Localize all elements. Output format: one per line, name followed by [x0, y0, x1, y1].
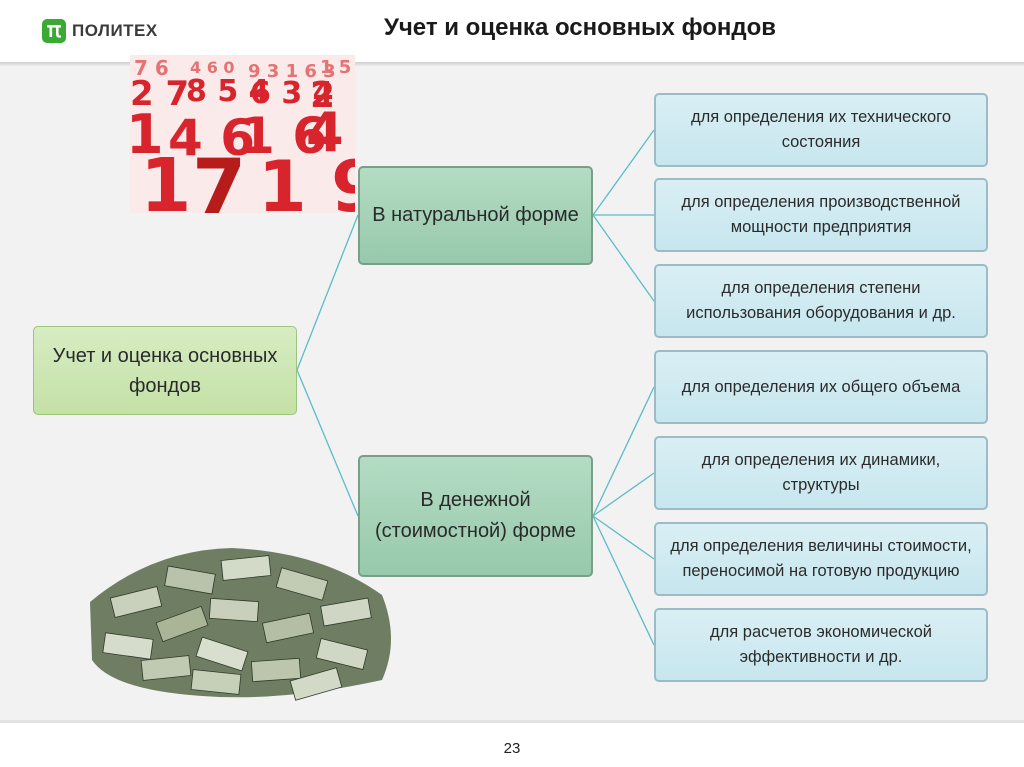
connector-money-leaf-1	[592, 386, 655, 517]
header-divider	[0, 62, 1024, 66]
svg-text:1 9: 1 9	[258, 146, 355, 213]
page-number: 23	[503, 740, 521, 757]
svg-text:2 7: 2 7	[130, 74, 189, 114]
svg-text:6 3 4: 6 3 4	[250, 76, 334, 111]
pi-logo-icon	[42, 19, 66, 43]
connector-money-leaf-2	[592, 472, 655, 517]
money-pile-image	[90, 548, 391, 701]
red-numbers-image: 7 6 4 6 0 9 3 1 6 3 1 5 2 7 8 5 4 6 3 4 …	[130, 55, 355, 213]
branch-natural-label: В натуральной форме	[372, 204, 579, 226]
svg-text:2: 2	[310, 75, 335, 116]
footer-divider	[0, 720, 1024, 723]
leaf-label: для определения производственной мощност…	[681, 193, 961, 236]
leaf-label: для определения их общего объема	[681, 377, 961, 396]
leaf-label: для расчетов экономической эффективности…	[710, 623, 932, 666]
leaf-natural-1: для определения их технического состояни…	[654, 93, 988, 167]
leaf-natural-3: для определения степени использования об…	[654, 264, 988, 338]
svg-text:1 5: 1 5	[320, 57, 351, 78]
leaf-label: для определения величины стоимости, пере…	[670, 537, 972, 580]
svg-text:1 6: 1 6	[240, 107, 327, 165]
svg-text:8 5 4: 8 5 4	[186, 74, 270, 109]
root-node-label: Учет и оценка основных фондов	[52, 344, 278, 397]
svg-text:1: 1	[130, 103, 164, 166]
svg-text:4 0: 4 0	[306, 101, 355, 164]
svg-text:7: 7	[192, 144, 246, 213]
branch-money-form: В денежной (стоимостной) форме	[358, 455, 593, 577]
leaf-natural-2: для определения производственной мощност…	[654, 178, 988, 252]
svg-text:4 6 0: 4 6 0	[190, 58, 235, 77]
leaf-money-2: для определения их динамики, структуры	[654, 436, 988, 510]
svg-text:9 3 1 6 3: 9 3 1 6 3	[248, 61, 336, 82]
slide-header: ПОЛИТЕХ Учет и оценка основных фондов	[0, 0, 1024, 62]
leaf-money-3: для определения величины стоимости, пере…	[654, 522, 988, 596]
slide-title: Учет и оценка основных фондов	[383, 14, 777, 41]
connector-natural-leaf-1	[592, 129, 655, 216]
leaf-label: для определения их динамики, структуры	[701, 451, 941, 494]
svg-text:4 6: 4 6	[168, 109, 255, 167]
leaf-money-4: для расчетов экономической эффективности…	[654, 608, 988, 682]
connector-root-money	[296, 369, 359, 517]
leaf-money-1: для определения их общего объема	[654, 350, 988, 424]
root-node: Учет и оценка основных фондов	[33, 326, 297, 415]
leaf-label: для определения их технического состояни…	[690, 108, 952, 151]
connector-root-natural	[296, 214, 359, 371]
logo-text: ПОЛИТЕХ	[72, 21, 158, 40]
svg-text:1: 1	[140, 143, 192, 213]
connector-money-leaf-4	[592, 515, 655, 646]
branch-natural-form: В натуральной форме	[358, 166, 593, 265]
svg-text:7 6: 7 6	[134, 56, 169, 80]
connector-money-leaf-3	[592, 515, 655, 560]
connector-natural-leaf-3	[592, 214, 655, 302]
branch-money-label: В денежной (стоимостной) форме	[374, 489, 577, 542]
leaf-label: для определения степени использования об…	[686, 279, 956, 322]
politeh-logo: ПОЛИТЕХ	[42, 18, 158, 44]
